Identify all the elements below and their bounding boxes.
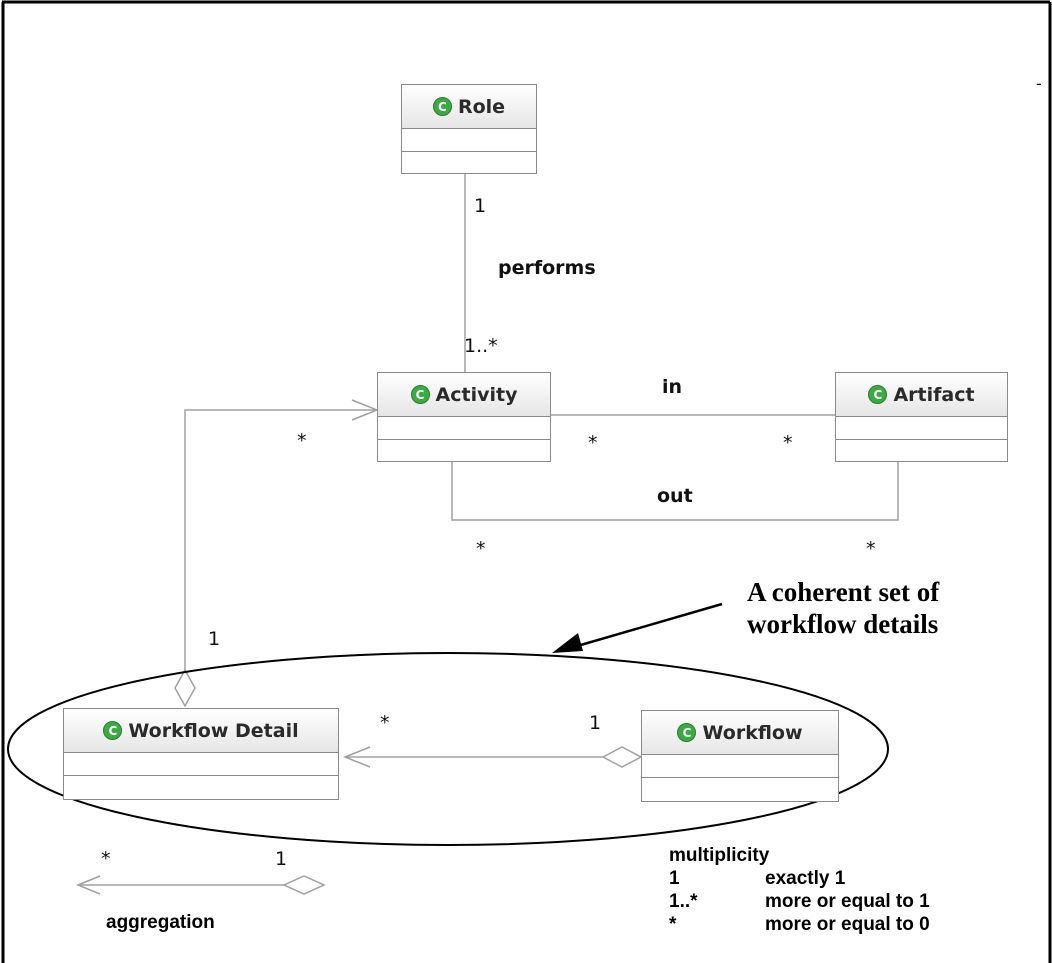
- performs-label: performs: [498, 257, 596, 279]
- class-artifact[interactable]: C Artifact: [835, 372, 1008, 462]
- detail-activity-aggregation-line: [184, 409, 377, 670]
- note-arrowhead: [552, 633, 583, 653]
- class-workflow[interactable]: C Workflow: [641, 710, 839, 802]
- ellipse-note: A coherent set of workflow details: [747, 576, 939, 640]
- workflow-one-multiplicity: 1: [589, 712, 602, 734]
- class-icon: C: [410, 385, 430, 404]
- class-activity-name: Activity: [435, 383, 518, 406]
- out-association-line: [451, 462, 899, 521]
- out-label: out: [657, 485, 693, 507]
- multiplicity-row: 1 exactly 1: [669, 867, 930, 890]
- class-activity[interactable]: C Activity: [377, 372, 551, 462]
- class-artifact-name: Artifact: [893, 383, 975, 406]
- in-activity-multiplicity: *: [588, 432, 598, 454]
- multiplicity-legend-title: multiplicity: [669, 845, 770, 866]
- class-workflow-detail-name: Workflow Detail: [128, 719, 299, 742]
- role-multiplicity: 1: [474, 195, 487, 217]
- out-artifact-multiplicity: *: [866, 538, 876, 560]
- note-line-1: A coherent set of: [747, 577, 940, 607]
- detail-aggregation-diamond: [174, 668, 196, 708]
- workflow-detail-arrowhead: [342, 746, 371, 768]
- multiplicity-row: 1..* more or equal to 1: [669, 890, 930, 913]
- multiplicity-key: *: [669, 914, 677, 935]
- activity-performs-multiplicity: 1..*: [464, 335, 498, 357]
- legend-aggregation-label: aggregation: [106, 912, 215, 933]
- class-icon: C: [677, 723, 697, 742]
- multiplicity-key: 1: [669, 868, 680, 889]
- legend-arrowhead: [76, 875, 101, 895]
- in-label: in: [662, 376, 683, 398]
- note-arrow-line: [559, 602, 723, 653]
- workflow-aggregation-diamond: [601, 746, 643, 768]
- multiplicity-desc: more or equal to 0: [765, 914, 930, 935]
- legend-diamond: [282, 875, 326, 895]
- multiplicity-desc: more or equal to 1: [765, 891, 930, 912]
- out-activity-multiplicity: *: [476, 538, 486, 560]
- class-role[interactable]: C Role: [401, 84, 537, 174]
- workflow-detail-star-multiplicity: *: [380, 712, 390, 734]
- multiplicity-desc: exactly 1: [765, 868, 846, 889]
- class-workflow-name: Workflow: [702, 721, 803, 744]
- multiplicity-row: * more or equal to 0: [669, 913, 930, 936]
- class-icon: C: [868, 385, 888, 404]
- note-line-2: workflow details: [747, 609, 939, 639]
- class-icon: C: [103, 721, 123, 740]
- corner-dash: -: [1036, 74, 1042, 93]
- class-icon: C: [432, 97, 452, 116]
- class-workflow-detail[interactable]: C Workflow Detail: [63, 708, 339, 800]
- legend-star: *: [101, 848, 111, 870]
- multiplicity-legend: multiplicity 1 exactly 1 1..* more or eq…: [669, 844, 930, 936]
- highlight-ellipse: [7, 652, 889, 846]
- legend-one: 1: [275, 848, 288, 870]
- multiplicity-key: 1..*: [669, 891, 698, 912]
- detail-activity-star-multiplicity: *: [297, 430, 307, 452]
- detail-activity-one-multiplicity: 1: [208, 628, 221, 650]
- in-artifact-multiplicity: *: [783, 432, 793, 454]
- class-role-name: Role: [457, 95, 506, 118]
